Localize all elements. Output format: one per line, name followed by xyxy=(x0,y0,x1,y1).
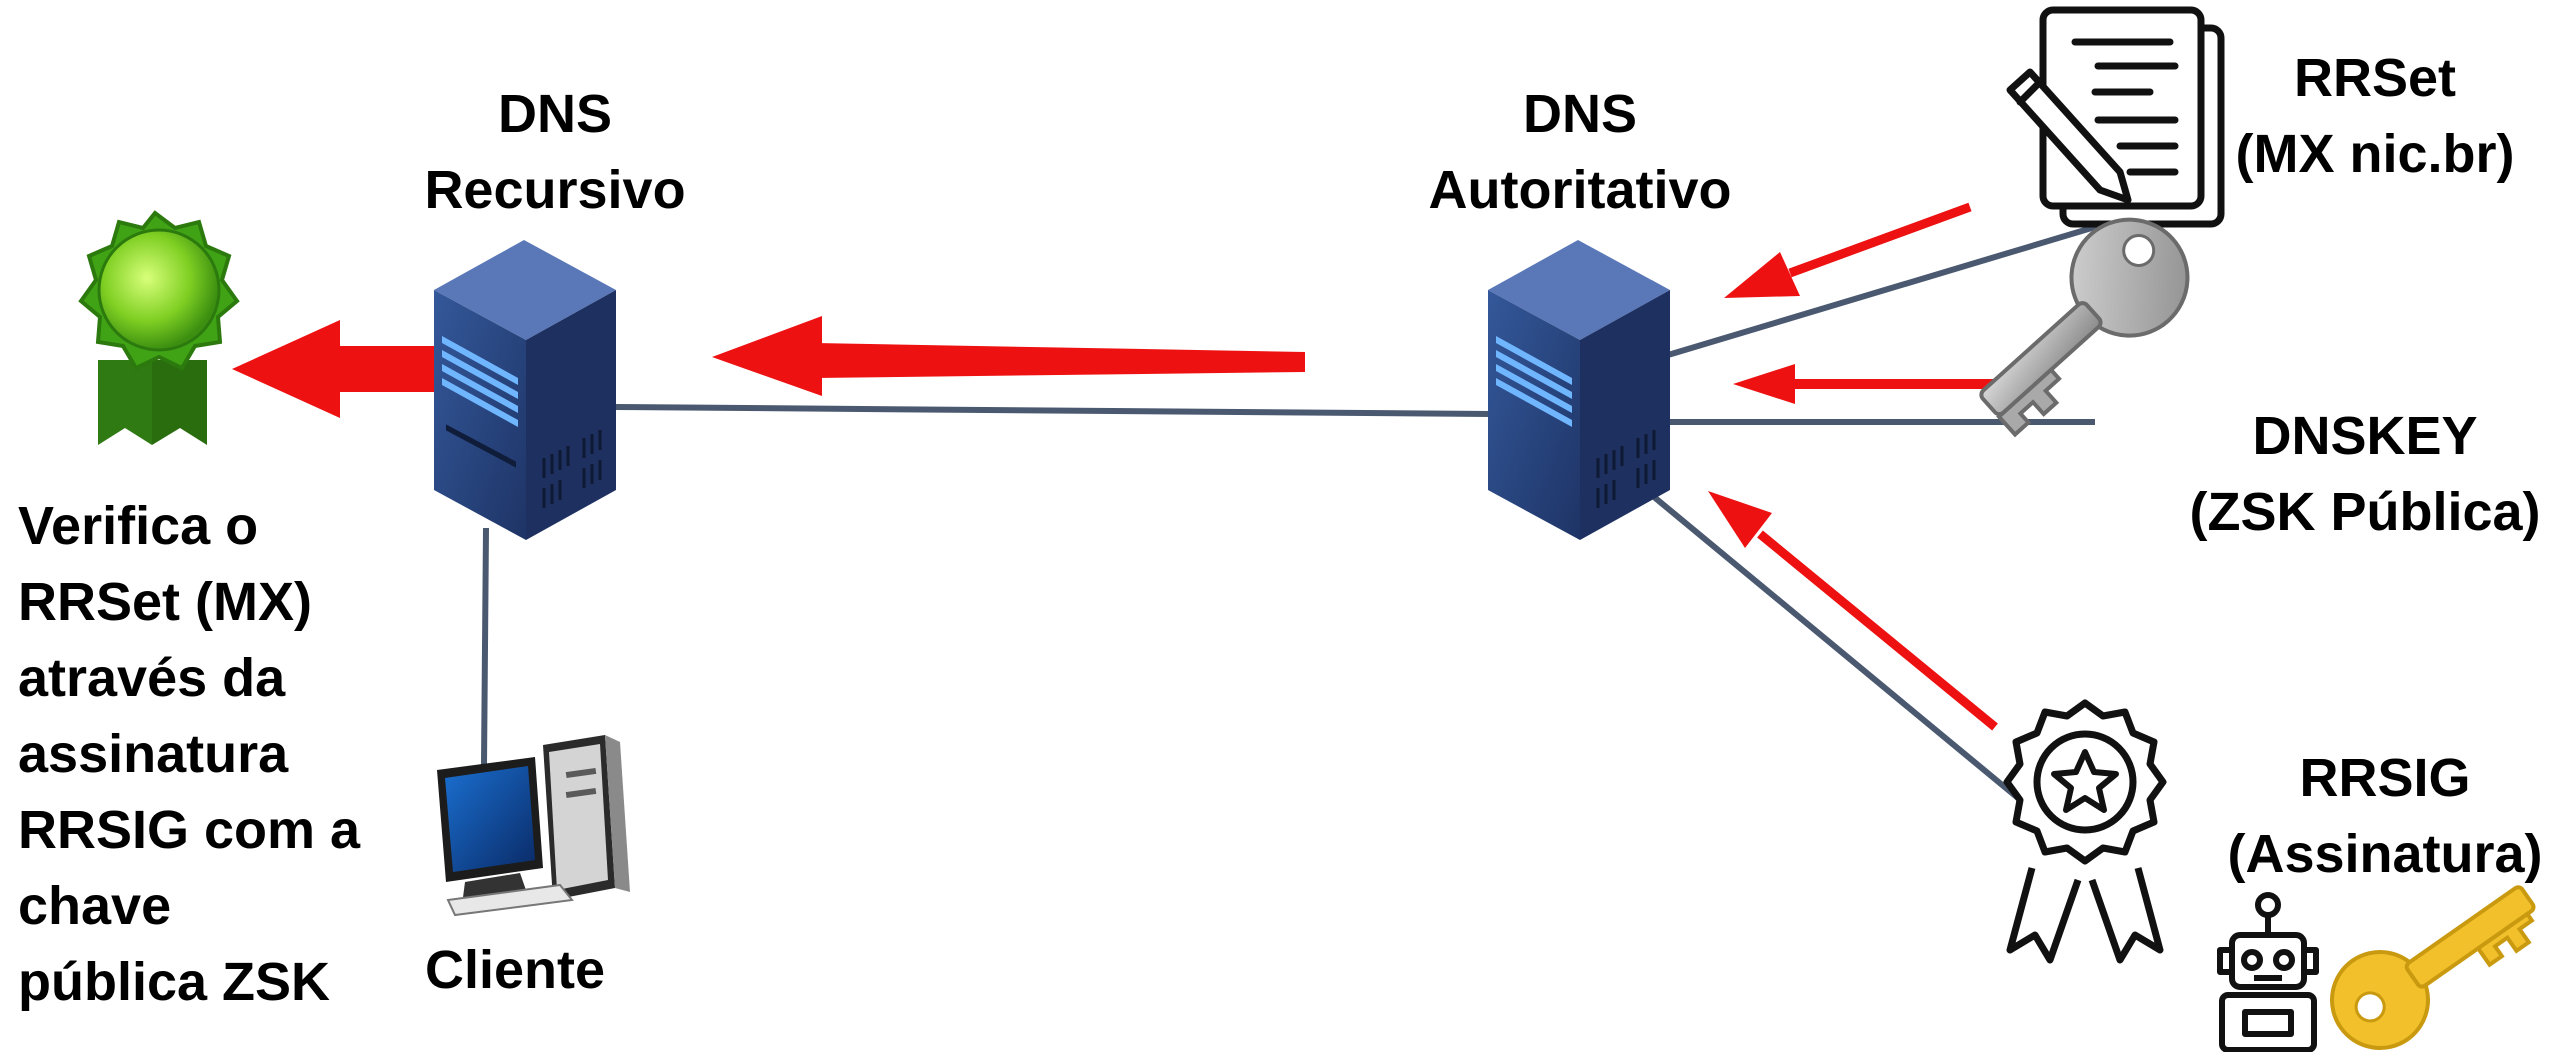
label-rrset-line1: RRSet xyxy=(2293,48,2457,108)
key-icon xyxy=(1979,217,2190,438)
label-verify-line2: RRSet (MX) xyxy=(18,572,312,632)
arrow-rrset-to-auth xyxy=(1724,202,1972,298)
gold-key-icon xyxy=(2330,885,2536,1050)
arrow-to-seal xyxy=(232,320,435,418)
label-dnskey-line2: (ZSK Pública) xyxy=(2189,482,2541,542)
document-pen-icon xyxy=(2006,6,2225,228)
recursive-server-icon xyxy=(434,240,616,540)
authoritative-server-icon xyxy=(1488,240,1670,540)
label-verify-line6: chave xyxy=(18,876,172,936)
link-auth-rrsig xyxy=(1646,489,2032,811)
robot-icon xyxy=(2217,892,2319,1053)
label-rrset: RRSet (MX nic.br) xyxy=(2220,40,2530,192)
label-dns-recursive-line2: Recursivo xyxy=(424,160,686,220)
link-recursive-client xyxy=(481,527,489,766)
arrow-rrsig-to-auth xyxy=(1708,491,1998,731)
label-rrsig: RRSIG (Assinatura) xyxy=(2220,740,2550,892)
link-auth-rrset xyxy=(1667,218,2116,358)
label-dns-authoritative-line2: Autoritativo xyxy=(1428,160,1732,220)
label-verify-line3: através da xyxy=(18,648,286,708)
label-verify-line4: assinatura xyxy=(18,724,289,784)
desktop-computer-icon xyxy=(437,735,630,917)
label-verify-line5: RRSIG com a xyxy=(18,800,361,860)
award-ribbon-icon xyxy=(2003,699,2167,964)
label-verify-line7: pública ZSK xyxy=(18,952,331,1012)
arrow-dnskey-to-auth xyxy=(1733,364,2040,404)
label-verify: Verifica o RRSet (MX) através da assinat… xyxy=(18,488,360,1020)
label-rrsig-line1: RRSIG xyxy=(2299,748,2471,808)
label-dns-authoritative: DNS Autoritativo xyxy=(1400,76,1760,228)
label-dnskey-line1: DNSKEY xyxy=(2252,406,2478,466)
flow-arrows xyxy=(232,202,2040,731)
label-dns-recursive: DNS Recursivo xyxy=(420,76,690,228)
arrow-auth-to-recursive xyxy=(712,316,1305,396)
label-client: Cliente xyxy=(425,940,606,1000)
label-verify-line1: Verifica o xyxy=(18,496,259,556)
label-rrsig-line2: (Assinatura) xyxy=(2227,824,2543,884)
label-dns-recursive-line1: DNS xyxy=(497,84,612,144)
verified-seal-icon xyxy=(78,210,240,445)
link-recursive-authoritative xyxy=(614,404,1491,417)
label-dns-authoritative-line1: DNS xyxy=(1522,84,1637,144)
connection-lines xyxy=(481,218,2116,811)
label-dnskey: DNSKEY (ZSK Pública) xyxy=(2180,398,2550,550)
label-rrset-line2: (MX nic.br) xyxy=(2235,124,2515,184)
